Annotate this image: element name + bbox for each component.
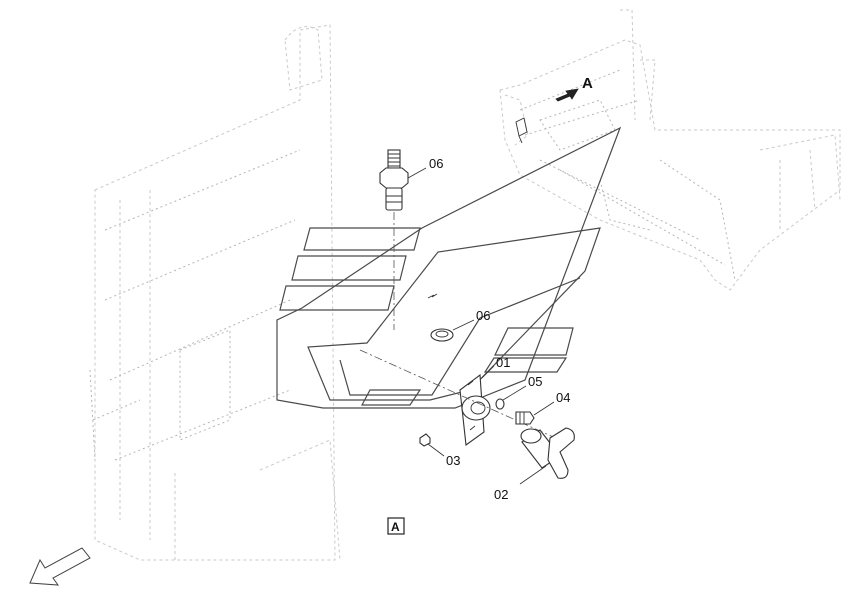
part-06-nut	[427, 293, 475, 342]
callout-01: 01	[496, 355, 510, 370]
part-02-handle	[519, 427, 575, 485]
decal-panel	[276, 126, 622, 409]
frame-fastener	[515, 117, 528, 144]
part-01-bracket	[459, 365, 495, 446]
callout-02: 02	[494, 487, 508, 502]
part-03-nut	[419, 433, 445, 457]
view-box-label: A	[391, 520, 400, 534]
callout-04: 04	[556, 390, 570, 405]
callout-06-top: 06	[429, 156, 443, 171]
callout-06-mid: 06	[476, 308, 490, 323]
part-06-stud	[379, 149, 427, 330]
part-05-ring	[495, 385, 527, 410]
arrow-down-left-icon	[29, 547, 91, 586]
callout-05: 05	[528, 374, 542, 389]
part-04-screw	[515, 401, 555, 425]
ghost-frame-assembly	[499, 9, 841, 291]
assembly-axis	[359, 349, 561, 441]
view-label: A	[582, 75, 593, 92]
callout-03: 03	[446, 453, 460, 468]
view-box	[387, 517, 405, 535]
view-arrow-icon	[555, 88, 579, 102]
ghost-machine-body	[89, 24, 341, 561]
